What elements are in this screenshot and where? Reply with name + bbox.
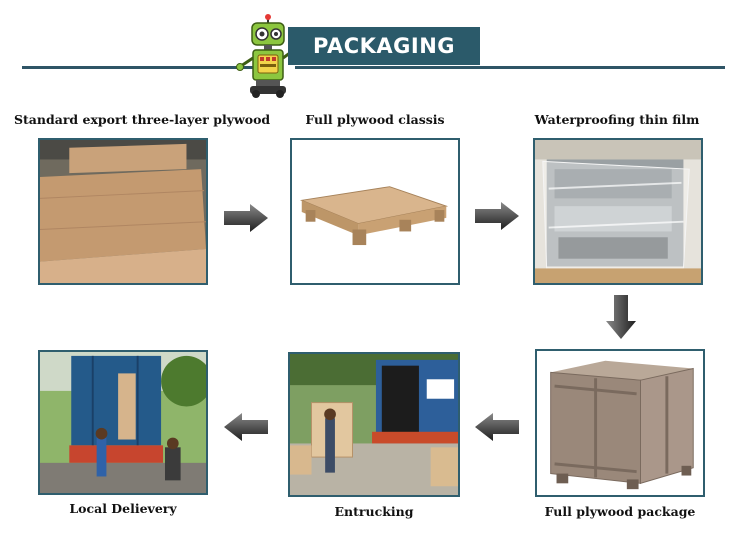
step-label-classis: Full plywood classis	[305, 112, 445, 127]
header-rule-right	[295, 66, 725, 69]
arrow-right-icon	[222, 202, 270, 234]
step-label-film: Waterproofing thin film	[534, 112, 700, 127]
step-label-entrucking: Entrucking	[334, 504, 414, 519]
arrow-left-icon	[473, 411, 521, 443]
page-title: PACKAGING	[288, 27, 480, 65]
photo-local-delivery	[38, 350, 208, 495]
arrow-down-icon	[604, 293, 638, 341]
robot-mascot-icon	[232, 14, 302, 102]
header-rule-left	[22, 66, 268, 69]
photo-entrucking	[288, 352, 460, 497]
step-label-local-delivery: Local Delievery	[69, 501, 177, 516]
arrow-left-icon	[222, 411, 270, 443]
photo-plywood-crate	[535, 349, 705, 497]
photo-plywood-sheets	[38, 138, 208, 285]
step-label-plywood: Standard export three-layer plywood	[14, 112, 271, 127]
photo-plywood-pallet	[290, 138, 460, 285]
photo-waterproof-film	[533, 138, 703, 285]
arrow-right-icon	[473, 200, 521, 232]
step-label-crate: Full plywood package	[544, 504, 696, 519]
